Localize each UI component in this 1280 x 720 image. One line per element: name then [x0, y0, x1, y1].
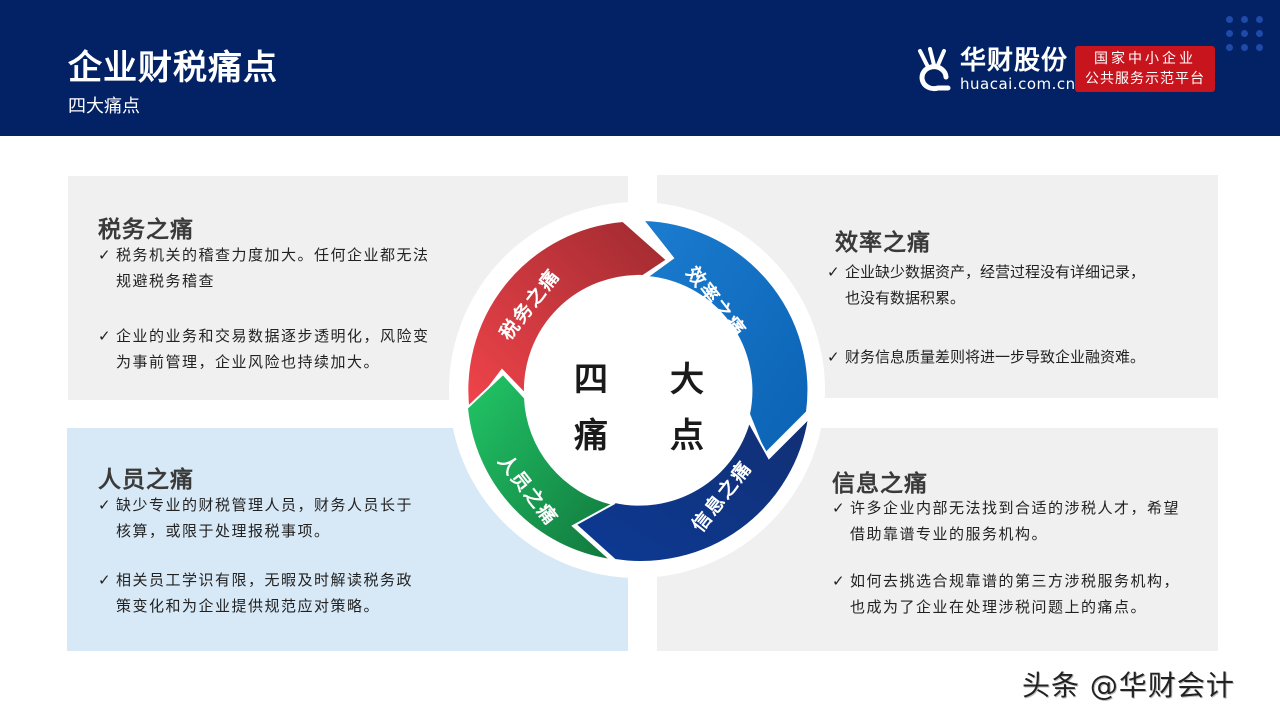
- header-bar: 企业财税痛点 四大痛点 华财股份 huacai.com.cn 国家中小企业 公共…: [0, 0, 1280, 136]
- panel-point: ✓许多企业内部无法找到合适的涉税人才，希望 借助靠谱专业的服务机构。: [832, 495, 1180, 547]
- segment-info: [573, 415, 811, 563]
- check-icon: ✓: [832, 572, 847, 590]
- ring-center-title: 四大 痛点: [574, 360, 704, 456]
- panel-point: ✓缺少专业的财税管理人员，财务人员长于 核算，或限于处理报税事项。: [98, 492, 413, 544]
- check-icon: ✓: [827, 263, 840, 281]
- segment-tax: [466, 219, 669, 417]
- logo-name: 华财股份: [960, 46, 1069, 76]
- check-icon: ✓: [827, 348, 840, 366]
- panel-point: ✓如何去挑选合规靠谱的第三方涉税服务机构， 也成为了企业在处理涉税问题上的痛点。: [832, 568, 1180, 620]
- panel-heading: 信息之痛: [832, 471, 928, 497]
- panel-point: ✓企业缺少数据资产，经营过程没有详细记录， 也没有数据积累。: [827, 259, 1145, 311]
- badge-line-1: 国家中小企业: [1094, 51, 1196, 67]
- company-logo: 华财股份 huacai.com.cn: [914, 46, 1076, 94]
- panel-heading: 效率之痛: [835, 230, 931, 256]
- platform-badge: 国家中小企业 公共服务示范平台: [1075, 46, 1215, 92]
- segment-efficiency: [640, 218, 810, 456]
- panel-point: ✓企业的业务和交易数据逐步透明化，风险变 为事前管理，企业风险也持续加大。: [98, 323, 430, 375]
- decorative-dots-icon: [1226, 16, 1264, 51]
- check-icon: ✓: [98, 246, 113, 264]
- four-pain-points-ring: 税务之痛 效率之痛 信息之痛 人员之痛: [447, 200, 827, 580]
- logo-url: huacai.com.cn: [960, 75, 1076, 93]
- segment-staff: [465, 372, 616, 562]
- page-title: 企业财税痛点: [68, 48, 278, 88]
- panel-heading: 人员之痛: [98, 467, 194, 493]
- panel-point: ✓税务机关的稽查力度加大。任何企业都无法 规避税务稽查: [98, 242, 430, 294]
- page-subtitle: 四大痛点: [68, 96, 140, 117]
- huacai-logo-icon: [914, 47, 958, 93]
- check-icon: ✓: [832, 499, 847, 517]
- panel-point: ✓相关员工学识有限，无暇及时解读税务政 策变化和为企业提供规范应对策略。: [98, 567, 413, 619]
- check-icon: ✓: [98, 496, 113, 514]
- check-icon: ✓: [98, 327, 113, 345]
- badge-line-2: 公共服务示范平台: [1085, 71, 1205, 87]
- watermark: 头条 @华财会计: [1022, 669, 1235, 702]
- panel-heading: 税务之痛: [98, 217, 194, 243]
- panel-point: ✓财务信息质量差则将进一步导致企业融资难。: [827, 344, 1145, 370]
- check-icon: ✓: [98, 571, 113, 589]
